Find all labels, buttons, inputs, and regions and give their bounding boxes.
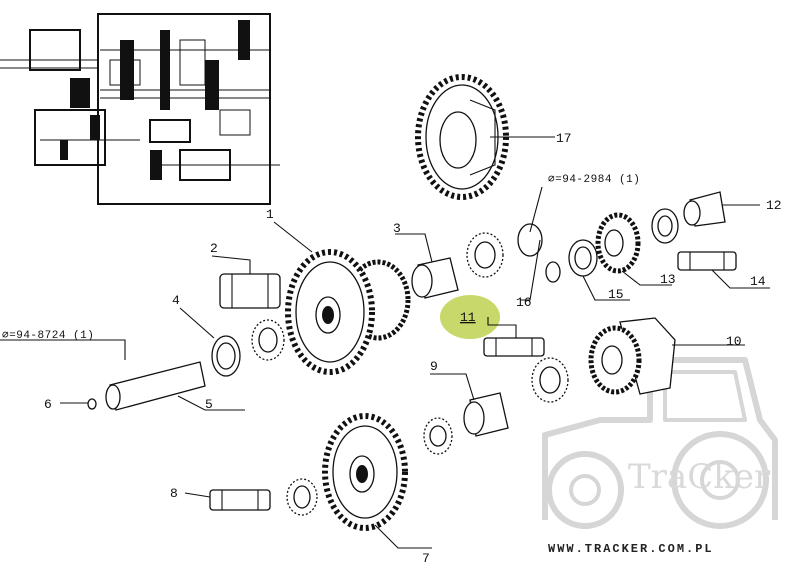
label-part-1: 1 [266,207,274,222]
transmission-section-inset [0,13,280,205]
label-part-9: 9 [430,359,438,374]
watermark-logo: TraCker [628,457,771,497]
pin-11 [483,337,545,357]
bearing-10 [531,357,569,403]
watermark-url: WWW.TRACKER.COM.PL [548,542,714,556]
washer-15 [568,239,598,277]
label-part-3: 3 [393,221,401,236]
label-part-14: 14 [750,274,766,289]
label-part-5: 5 [205,397,213,412]
label-part-16: 16 [516,295,532,310]
label-part-15: 15 [608,287,624,302]
pin-2 [219,273,281,309]
bearing-2 [251,319,285,361]
label-part-11: 11 [460,310,476,325]
label-part-8: 8 [170,486,178,501]
highlight-marker [440,295,500,339]
pin-6 [87,398,97,410]
bushing-9 [463,392,509,437]
gear-7 [322,413,408,531]
label-part-13: 13 [660,272,676,287]
label-part-17: 17 [556,131,572,146]
bushing-3 [411,257,459,299]
label-part-12: 12 [766,198,782,213]
gear-13 [595,212,641,274]
label-part-6: 6 [44,397,52,412]
washer-4 [211,335,241,377]
bearing-upper [466,232,504,278]
label-part-4: 4 [172,293,180,308]
bearing-9 [423,417,453,455]
label-part-10: 10 [726,334,742,349]
gear-10 [588,317,676,395]
bushing-12 [683,191,726,227]
bearing-13-small [651,208,679,244]
reference-note-b: ⌀=94-8724 (1) [2,330,94,342]
label-part-7: 7 [422,551,430,566]
leader-lines [0,136,770,549]
gear-17 [415,74,509,200]
label-part-2: 2 [210,241,218,256]
gear-1 [285,249,411,375]
bearing-8 [286,478,318,516]
ring-16 [517,223,561,283]
pin-14 [677,251,737,271]
pin-8 [209,489,271,511]
reference-note-a: ⌀=94-2984 (1) [548,174,640,186]
shaft-5 [105,361,206,411]
